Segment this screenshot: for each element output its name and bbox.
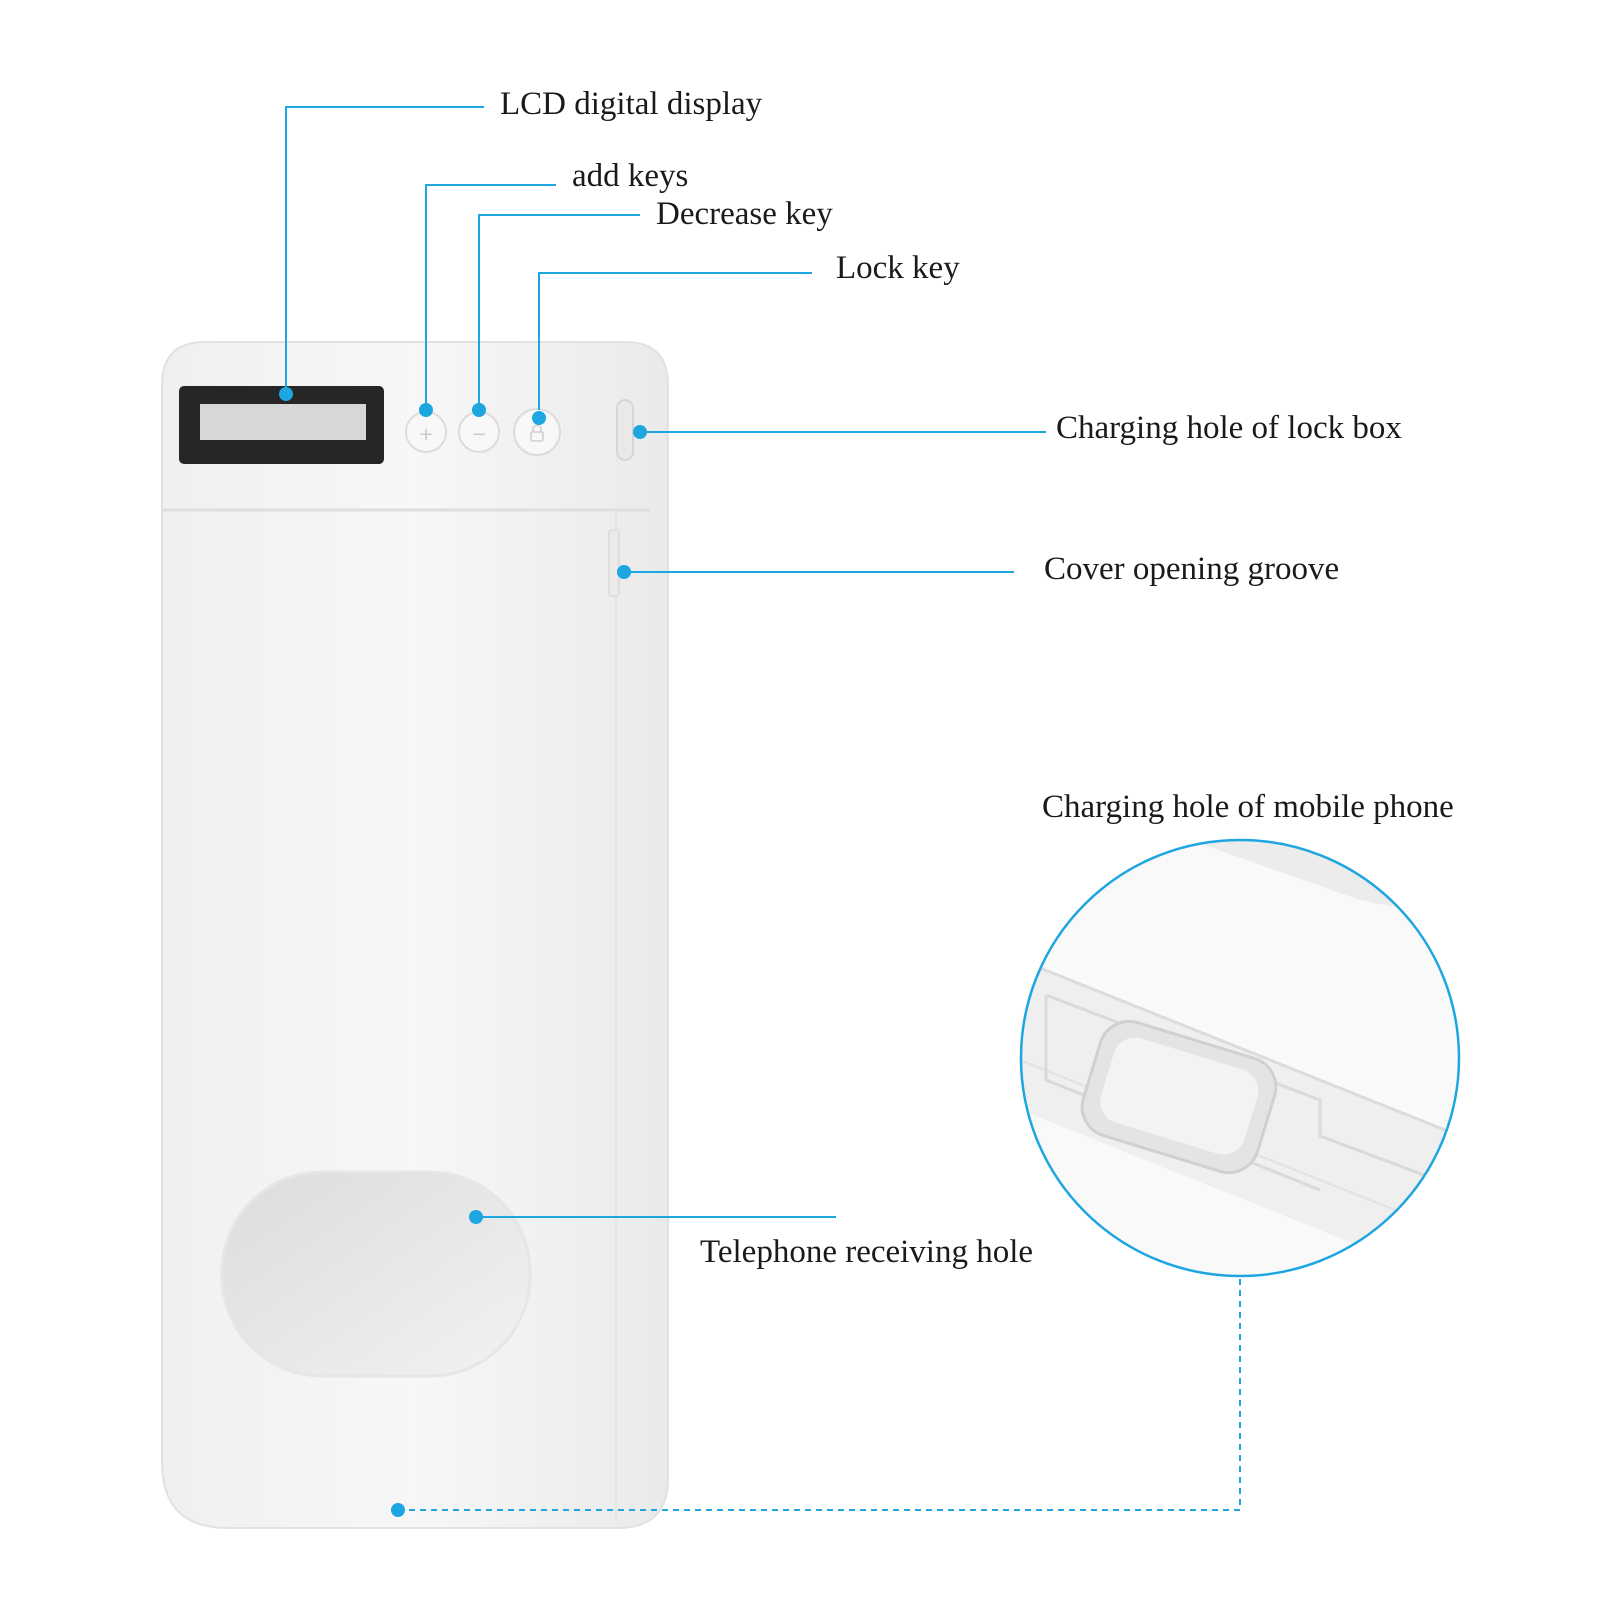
- lcd-screen: [200, 404, 366, 440]
- dot-charging-phone: [391, 1503, 405, 1517]
- lock-box-device: + −: [161, 341, 669, 1529]
- lock-box-charging-port: [616, 399, 634, 461]
- zoom-detail: [1019, 838, 1461, 1278]
- label-lock-key: Lock key: [836, 250, 960, 286]
- label-charging-phone: Charging hole of mobile phone: [1042, 789, 1454, 825]
- callout-dots: [279, 387, 647, 1517]
- lock-key[interactable]: [513, 408, 561, 456]
- dot-decrease: [472, 403, 486, 417]
- dot-lcd: [279, 387, 293, 401]
- label-telephone-hole: Telephone receiving hole: [700, 1234, 1034, 1270]
- dot-cover-groove: [617, 565, 631, 579]
- cover-groove: [608, 529, 620, 597]
- add-key-glyph: +: [418, 424, 433, 445]
- callout-line-add: [425, 184, 556, 410]
- label-add-keys: add keys: [572, 158, 689, 194]
- label-lcd-display: LCD digital display: [500, 86, 763, 122]
- callout-lines: [285, 106, 1241, 1511]
- callout-line-lcd: [285, 106, 484, 397]
- decrease-key[interactable]: −: [458, 411, 500, 453]
- telephone-receiving-hole: [220, 1170, 532, 1378]
- add-key[interactable]: +: [405, 411, 447, 453]
- dot-telephone-hole: [469, 1210, 483, 1224]
- dot-charging-lock-box: [633, 425, 647, 439]
- label-decrease-key: Decrease key: [656, 196, 833, 232]
- lock-icon: [530, 424, 544, 442]
- label-charging-lock-box: Charging hole of lock box: [1056, 410, 1402, 446]
- label-cover-groove: Cover opening groove: [1044, 551, 1340, 587]
- zoom-circle-outline: [1019, 838, 1461, 1278]
- callout-line-lock: [538, 272, 812, 410]
- callout-line-charging-phone: [398, 1278, 1241, 1511]
- callout-line-decrease: [478, 214, 640, 410]
- dot-add: [419, 403, 433, 417]
- decrease-key-glyph: −: [471, 424, 486, 445]
- dot-lock: [532, 411, 546, 425]
